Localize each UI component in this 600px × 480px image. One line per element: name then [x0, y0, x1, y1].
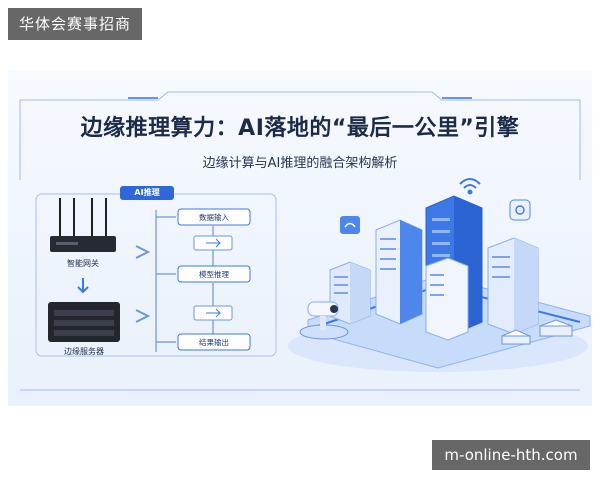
building-4 [487, 237, 539, 335]
building-1 [329, 261, 371, 325]
server-label: 边缘服务器 [64, 347, 104, 356]
flow-node-model-inference: 模型推理 [199, 270, 229, 279]
building-5 [425, 257, 469, 341]
wifi-icon [459, 178, 481, 195]
poster-graphics [19, 91, 591, 391]
device-arrow [77, 278, 89, 294]
signal-badge-right [509, 199, 531, 221]
poster-title: 边缘推理算力：AI落地的“最后一公里”引擎 [80, 116, 520, 141]
frame-dashes [128, 97, 472, 99]
small-device-1 [500, 329, 532, 345]
chevron-arrow-2 [135, 309, 151, 323]
bottom-watermark-badge: m-online-hth.com [432, 440, 590, 470]
flow-node-box-3 [177, 333, 251, 351]
flow-node-box-1 [177, 208, 251, 226]
poster-image: 边缘推理算力：AI落地的“最后一公里”引擎 边缘计算与AI推理的融合架构解析 A… [8, 70, 592, 406]
flow-node-box-2 [177, 265, 251, 283]
server-device [48, 302, 120, 342]
flow-step-arrow-2 [206, 308, 221, 318]
camera-icon [299, 301, 349, 340]
ai-inference-tag: AI推理 [120, 186, 174, 200]
gateway-device [50, 198, 116, 252]
building-2 [375, 219, 423, 325]
small-device-2 [538, 319, 574, 337]
chevron-arrow-1 [135, 245, 151, 259]
frame-lines [19, 91, 581, 391]
top-watermark-badge: 华体会赛事招商 [8, 8, 142, 40]
flow-node-data-input: 数据输入 [199, 213, 229, 222]
signal-badge-left [340, 216, 360, 234]
poster-subtitle: 边缘计算与AI推理的融合架构解析 [202, 156, 398, 171]
flow-step-arrow-1 [206, 238, 221, 248]
flow-node-result-output: 结果输出 [199, 338, 229, 347]
gateway-label: 智能网关 [67, 259, 99, 268]
